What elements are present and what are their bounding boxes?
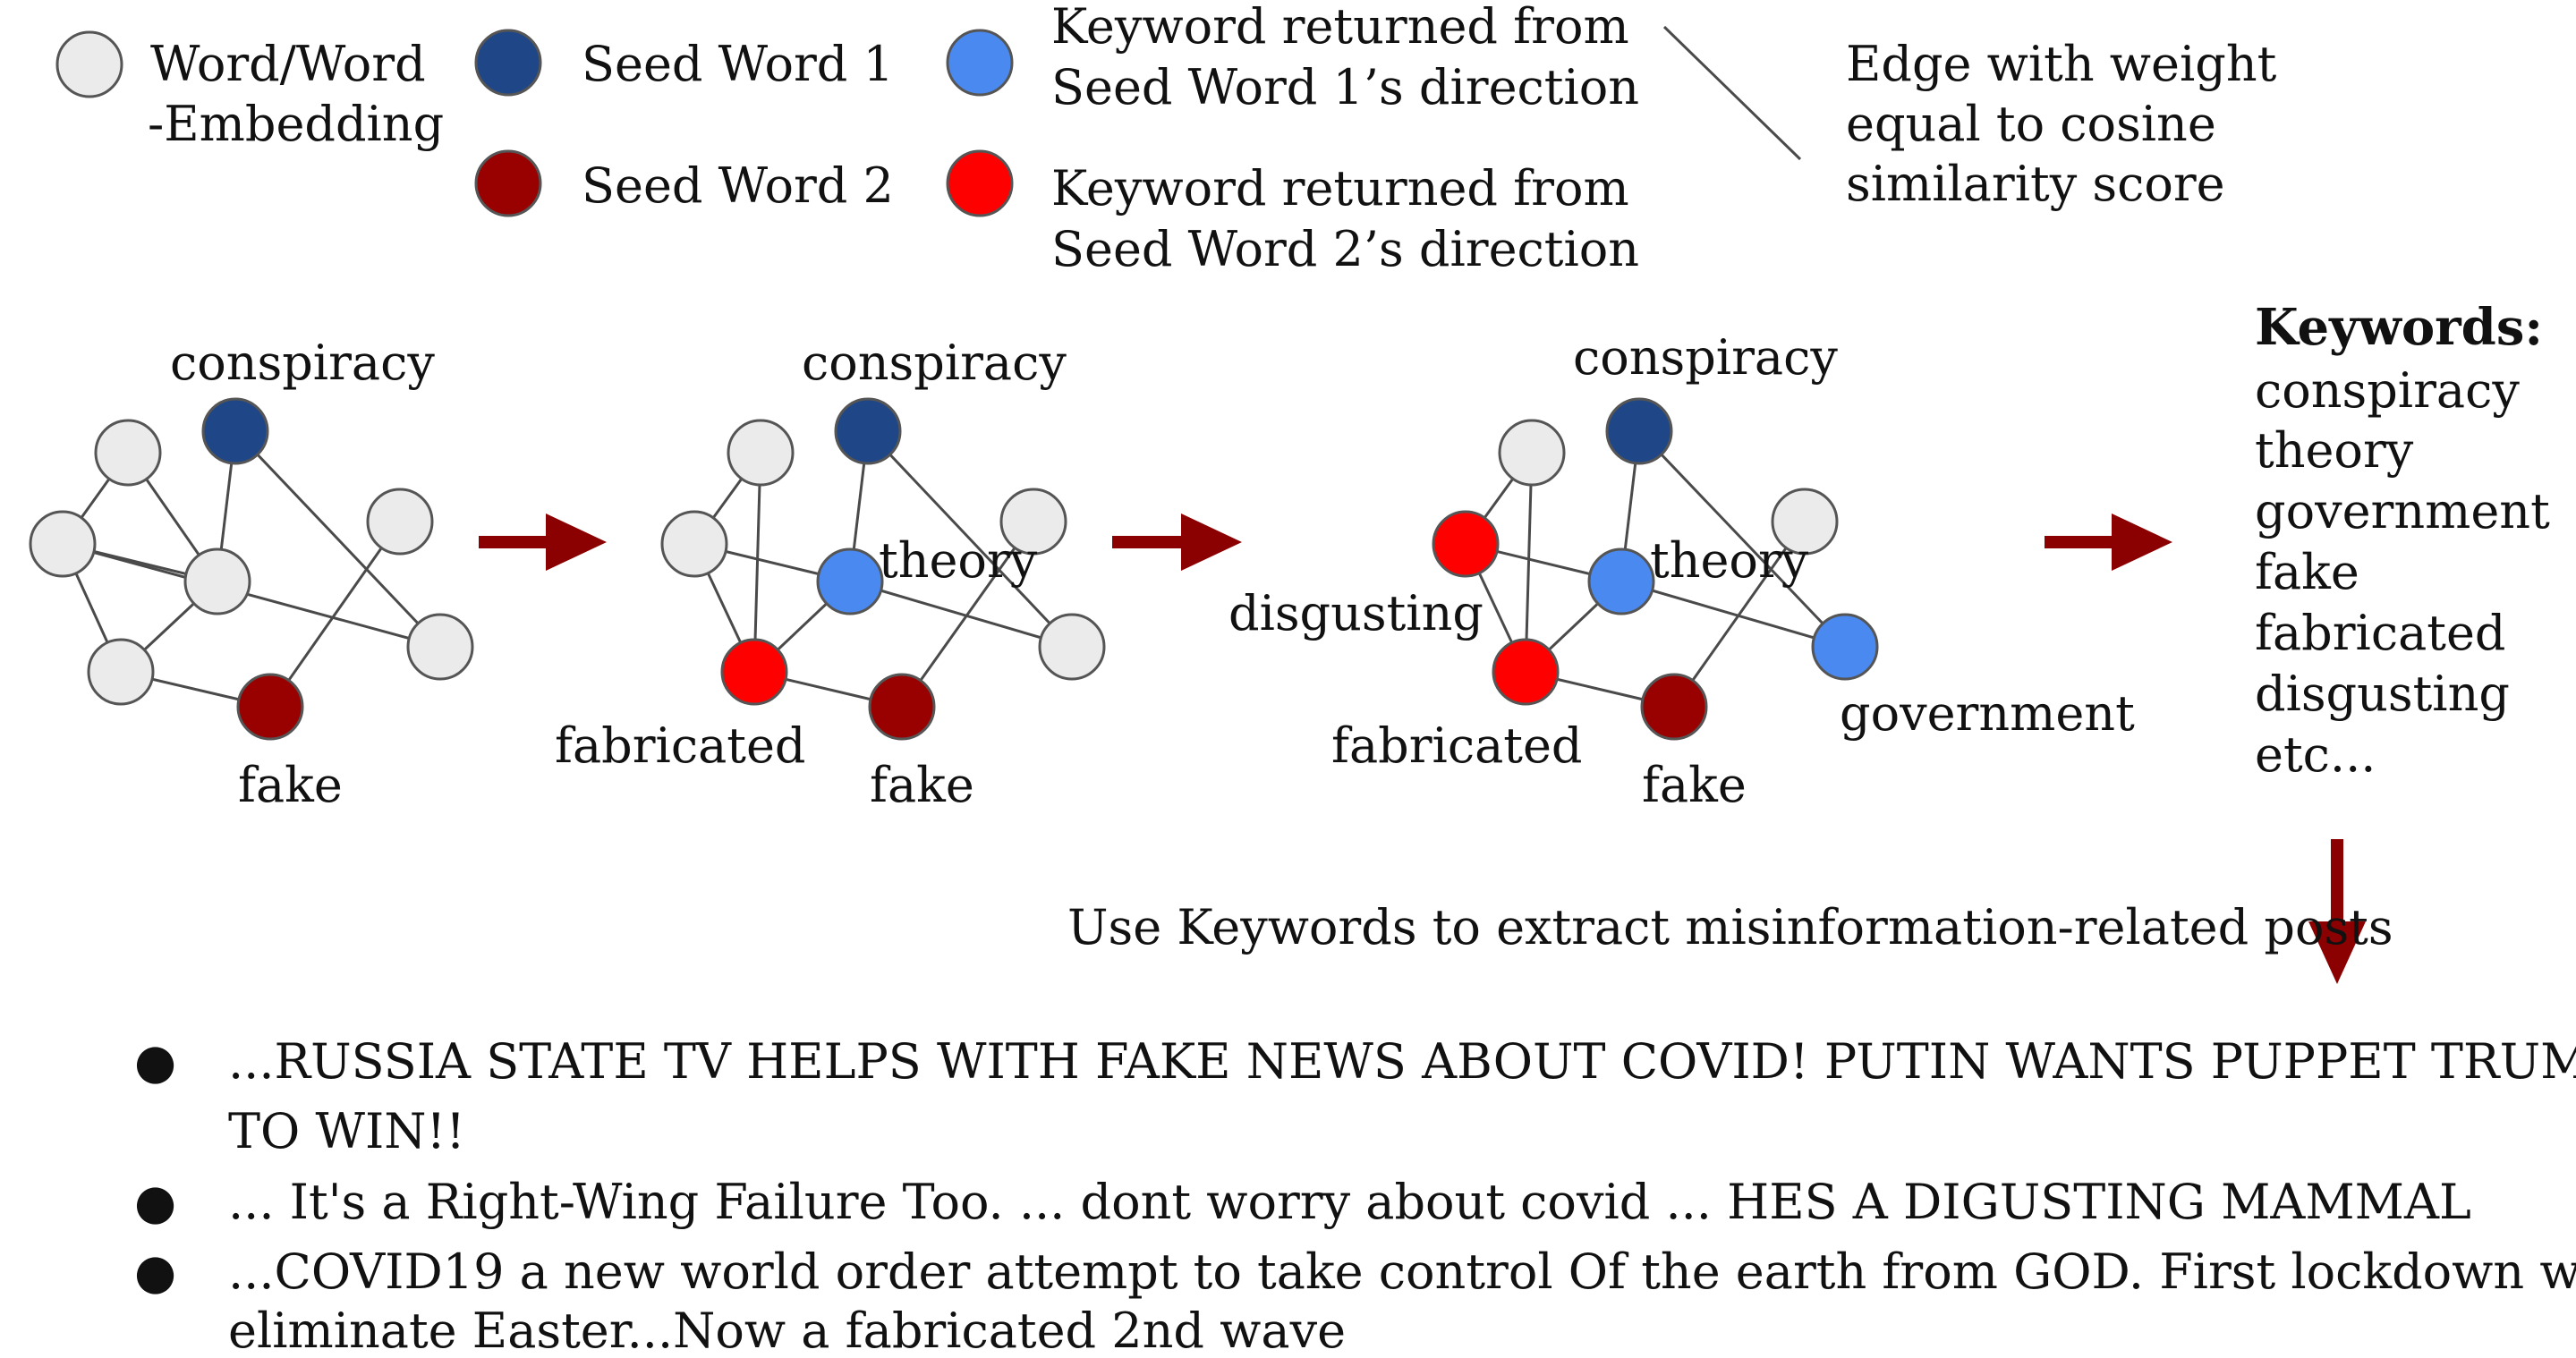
legend-kw-seed2-label: Keyword returned from	[1051, 160, 1629, 216]
flow-arrow-2	[1112, 513, 1242, 571]
edge	[62, 542, 441, 649]
seed2-label: fake	[870, 757, 974, 813]
keywords-title: Keywords:	[2255, 298, 2543, 357]
graph-2: conspiracy theory fabricated fake	[555, 335, 1106, 813]
legend-kw-seed1-label-line2: Seed Word 1’s direction	[1051, 59, 1639, 115]
legend-kw-seed2-label-line2: Seed Word 2’s direction	[1051, 221, 1639, 277]
keyword-item: conspiracy	[2255, 362, 2520, 419]
legend-kw-seed1-label: Keyword returned from	[1051, 0, 1629, 55]
seed2-node	[1640, 673, 1708, 741]
keyword-node-government	[1811, 613, 1879, 681]
keyword-node-theory	[816, 547, 884, 615]
edge	[234, 429, 442, 649]
edge	[1672, 521, 1807, 708]
legend-word-label-line2: -Embedding	[148, 96, 444, 152]
seed1-label: conspiracy	[802, 335, 1067, 391]
legend-word-node	[55, 30, 123, 98]
edge	[268, 521, 402, 708]
edge	[900, 521, 1035, 708]
legend-kw-seed1-node	[946, 29, 1014, 97]
legend-edge-label-line3: similarity score	[1846, 156, 2225, 212]
seed1-node	[1605, 397, 1673, 465]
legend-seed1-node	[474, 29, 542, 97]
keyword-item: government	[2255, 483, 2550, 539]
word-node	[1771, 488, 1839, 556]
keyword-node-disgusting	[1432, 510, 1500, 578]
word-node	[183, 547, 251, 615]
legend-edge-sample	[1662, 25, 1802, 161]
keyword-label-fabricated: fabricated	[1331, 717, 1583, 774]
word-node	[366, 488, 434, 556]
legend: Word/Word -Embedding Seed Word 1 Seed Wo…	[55, 0, 2277, 277]
legend-seed1-label: Seed Word 1	[582, 36, 894, 92]
bullet-icon: ●	[134, 1174, 176, 1230]
seed1-node	[834, 397, 902, 465]
keyword-node-fabricated	[1492, 638, 1560, 706]
keyword-node-fabricated	[720, 638, 788, 706]
legend-seed2-node	[474, 149, 542, 217]
seed2-node	[236, 673, 304, 741]
keyword-label-fabricated: fabricated	[555, 717, 806, 774]
flow-arrow-3	[2045, 513, 2172, 571]
word-node	[727, 419, 795, 487]
seed2-label: fake	[238, 757, 343, 813]
post-line: ...COVID19 a new world order attempt to …	[228, 1243, 2576, 1300]
keyword-label-disgusting: disgusting	[1228, 585, 1484, 641]
post-line: ... It's a Right-Wing Failure Too. ... d…	[228, 1174, 2471, 1230]
edge	[1620, 580, 1846, 649]
word-node	[660, 510, 728, 578]
keyword-item: etc...	[2255, 726, 2376, 783]
down-arrow	[2308, 839, 2366, 984]
graph-1: conspiracy fake	[29, 335, 474, 813]
seed1-label: conspiracy	[1573, 329, 1838, 386]
word-node	[999, 488, 1067, 556]
posts-list: ● ...RUSSIA STATE TV HELPS WITH FAKE NEW…	[134, 1033, 2576, 1358]
extraction-caption: Use Keywords to extract misinformation-r…	[1067, 899, 2393, 955]
keyword-label-government: government	[1840, 685, 2135, 742]
legend-word-label: Word/Word	[150, 36, 426, 92]
edge	[752, 452, 762, 673]
keyword-item: fabricated	[2255, 605, 2506, 661]
word-node	[406, 613, 474, 681]
word-node	[1038, 613, 1106, 681]
keyword-item: disgusting	[2255, 666, 2510, 722]
bullet-icon: ●	[134, 1033, 176, 1090]
word-node	[29, 510, 97, 578]
word-node	[87, 638, 155, 706]
legend-edge-label-line2: equal to cosine	[1846, 96, 2216, 152]
graph-3: conspiracy theory fabricated disgusting …	[1228, 329, 2135, 813]
keywords-list: Keywords: conspiracy theory government f…	[2255, 298, 2550, 783]
edge	[1524, 452, 1534, 673]
post-line: eliminate Easter...Now a fabricated 2nd …	[228, 1303, 1346, 1358]
seed2-node	[868, 673, 936, 741]
bullet-icon: ●	[134, 1243, 176, 1300]
edge	[866, 429, 1074, 649]
word-node	[94, 419, 162, 487]
post-line: TO WIN!!	[228, 1103, 465, 1159]
legend-seed2-label: Seed Word 2	[582, 157, 894, 214]
seed1-node	[201, 397, 269, 465]
legend-kw-seed2-node	[946, 149, 1014, 217]
legend-edge-label: Edge with weight	[1846, 36, 2277, 92]
edge	[849, 580, 1073, 649]
post-line: ...RUSSIA STATE TV HELPS WITH FAKE NEWS …	[228, 1033, 2576, 1090]
keyword-label-theory: theory	[1650, 532, 1809, 589]
keyword-label-theory: theory	[879, 532, 1038, 589]
keyword-item: fake	[2255, 544, 2359, 600]
seed1-label: conspiracy	[170, 335, 435, 391]
edge	[1637, 429, 1847, 649]
keyword-item: theory	[2255, 422, 2414, 479]
flow-arrow-1	[479, 513, 607, 571]
seed2-label: fake	[1642, 757, 1747, 813]
word-node	[1498, 419, 1566, 487]
keyword-node-theory	[1587, 547, 1655, 615]
